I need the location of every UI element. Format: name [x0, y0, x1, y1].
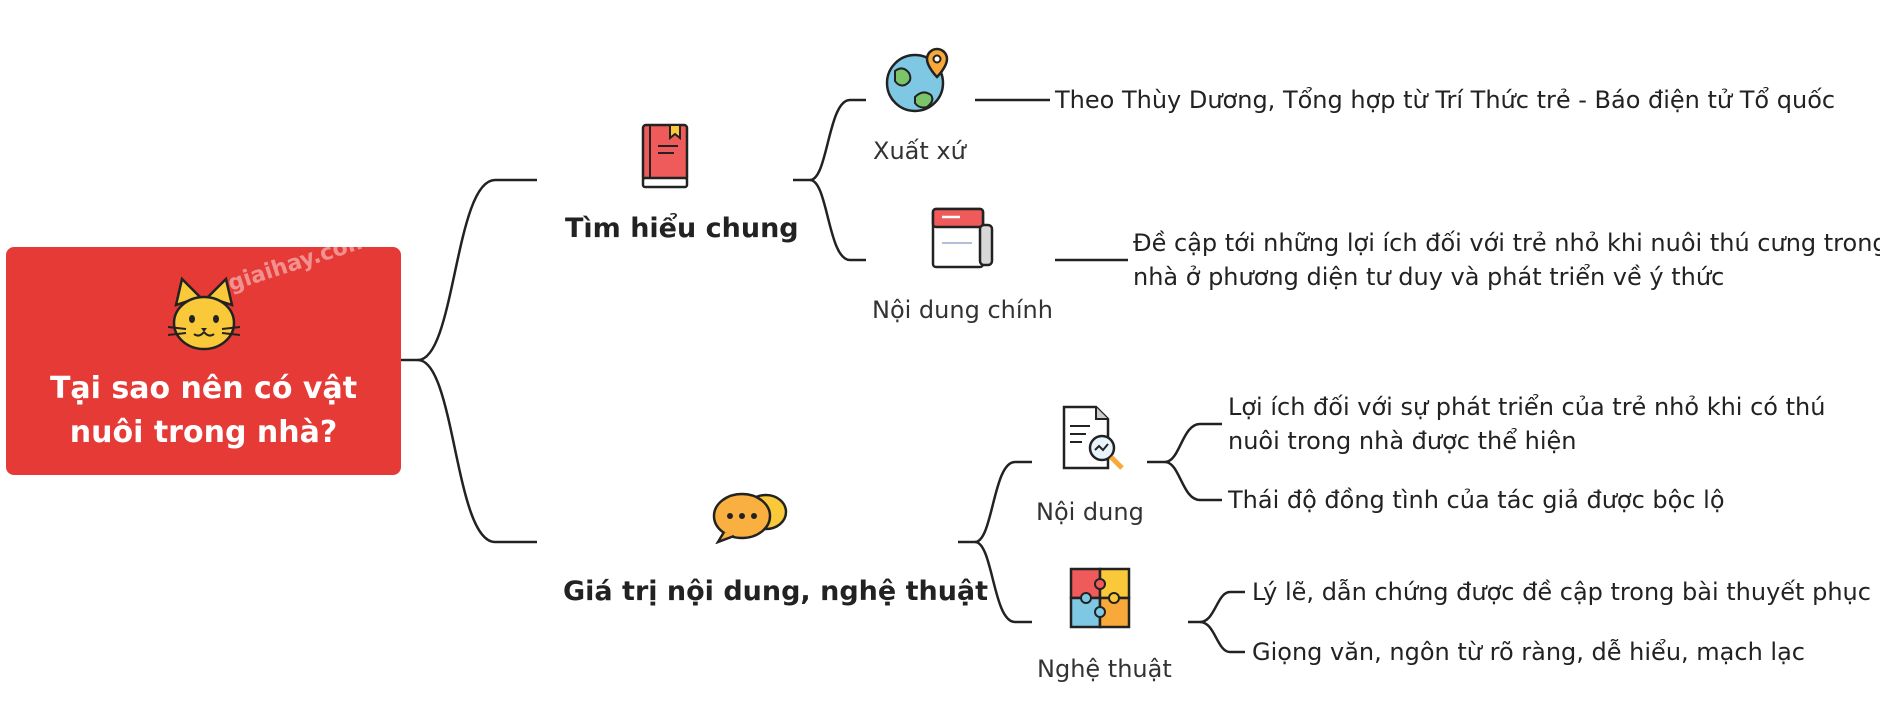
xuat-xu-detail: Theo Thùy Dương, Tổng hợp từ Trí Thức tr…: [1055, 86, 1836, 114]
noi-dung-label: Nội dung: [1036, 498, 1144, 526]
calendar-notebook-icon: [931, 207, 994, 269]
connector-b2-child1: [958, 460, 1032, 544]
noi-dung-chinh-detail-line2: nhà ở phương diện tư duy và phát triển v…: [1133, 263, 1725, 291]
connector-nt-detail2: [1199, 620, 1245, 654]
root-title-line1: Tại sao nên có vật: [49, 371, 358, 406]
document-magnifier-icon: [1062, 405, 1124, 470]
connector-b2-child2: [974, 540, 1032, 624]
globe-pin-icon: [885, 47, 949, 113]
root-title-line2: nuôi trong nhà?: [69, 415, 338, 450]
book-icon: [641, 123, 689, 189]
connector-nd-detail2: [1164, 460, 1222, 502]
connector-nt-detail1: [1188, 590, 1245, 624]
puzzle-icon: [1069, 567, 1131, 629]
noi-dung-chinh-label: Nội dung chính: [872, 296, 1053, 324]
noi-dung-detail1: Lợi ích đối với sự phát triển của trẻ nh…: [1228, 390, 1825, 458]
root-title: Tại sao nên có vật nuôi trong nhà?: [6, 367, 401, 455]
noi-dung-detail2: Thái độ đồng tình của tác giả được bộc l…: [1228, 486, 1725, 514]
nghe-thuat-detail1: Lý lẽ, dẫn chứng được đề cập trong bài t…: [1252, 578, 1871, 606]
chat-bubbles-icon: [712, 492, 788, 544]
root-node: Tại sao nên có vật nuôi trong nhà?: [6, 247, 401, 475]
nghe-thuat-detail2: Giọng văn, ngôn từ rõ ràng, dễ hiểu, mạc…: [1252, 638, 1805, 666]
branch2-label: Giá trị nội dung, nghệ thuật: [563, 576, 989, 607]
connector-b1-child2: [809, 178, 866, 262]
branch1-label: Tìm hiểu chung: [565, 213, 799, 244]
connector-root-branch2: [417, 358, 537, 544]
noi-dung-chinh-detail: Đề cập tới những lợi ích đối với trẻ nhỏ…: [1133, 226, 1880, 294]
nghe-thuat-label: Nghệ thuật: [1037, 655, 1172, 683]
noi-dung-chinh-detail-line1: Đề cập tới những lợi ích đối với trẻ nhỏ…: [1133, 229, 1880, 257]
xuat-xu-label: Xuất xứ: [873, 137, 966, 165]
connector-root-branch1: [401, 178, 537, 362]
cat-icon: [167, 276, 241, 351]
connector-b1-child1: [793, 98, 866, 182]
connector-nd-detail1: [1147, 422, 1222, 464]
noi-dung-detail1-line2: nuôi trong nhà được thể hiện: [1228, 427, 1577, 455]
noi-dung-detail1-line1: Lợi ích đối với sự phát triển của trẻ nh…: [1228, 393, 1826, 421]
